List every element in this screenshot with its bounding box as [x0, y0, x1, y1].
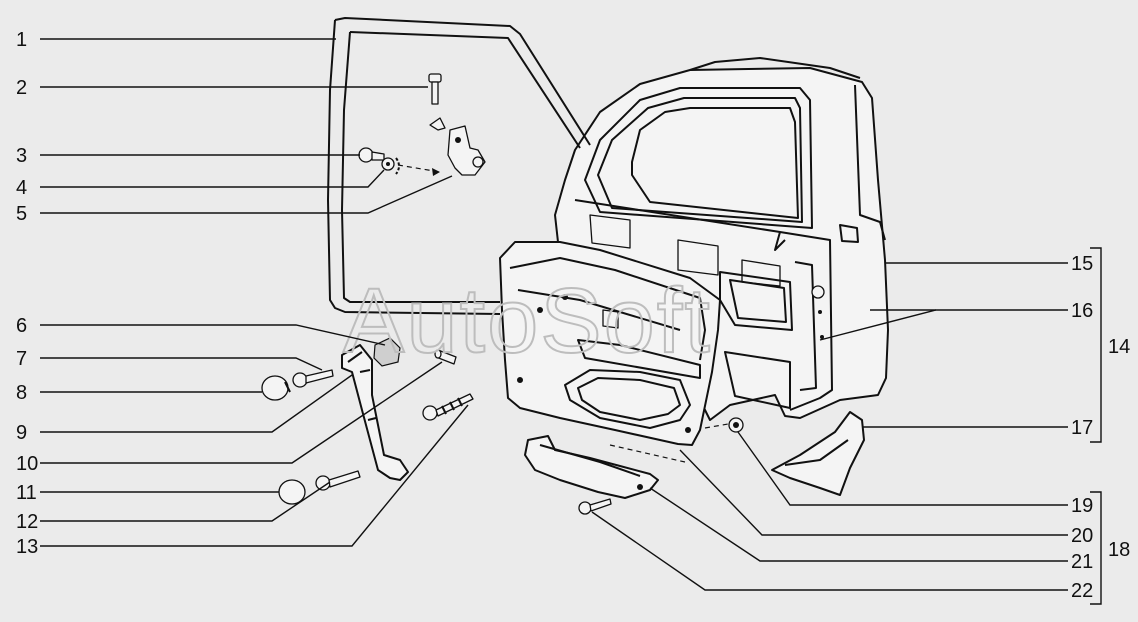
- nut-19: [728, 417, 744, 433]
- door-lock-bracket: [429, 117, 486, 176]
- door-seal: [327, 17, 591, 315]
- callout-7: 7: [16, 348, 27, 370]
- callout-11: 11: [16, 482, 37, 504]
- bolt-2: [428, 73, 442, 105]
- callout-6: 6: [16, 315, 27, 337]
- cap-8: [261, 375, 291, 401]
- screw-12: [315, 470, 361, 491]
- callout-9: 9: [16, 422, 27, 444]
- sill-trim-17: [771, 411, 865, 496]
- callout-22: 22: [1071, 580, 1093, 602]
- callout-21: 21: [1071, 551, 1093, 573]
- armrest-pocket: [524, 435, 659, 499]
- callout-15: 15: [1071, 253, 1093, 275]
- callout-1: 1: [16, 29, 27, 51]
- screw-3: [358, 147, 385, 163]
- clip-6: [373, 337, 401, 367]
- group-label-14: 14: [1108, 336, 1130, 358]
- callout-16: 16: [1071, 300, 1093, 322]
- callout-3: 3: [16, 145, 27, 167]
- screw-7: [292, 369, 334, 388]
- callout-13: 13: [16, 536, 38, 558]
- screw-22: [578, 498, 612, 515]
- arrow-icon: [432, 168, 440, 176]
- screw-13: [422, 393, 474, 421]
- callout-20: 20: [1071, 525, 1093, 547]
- group-label-18: 18: [1108, 539, 1130, 561]
- callout-19: 19: [1071, 495, 1093, 517]
- washer-4: [381, 157, 400, 175]
- callout-8: 8: [16, 382, 27, 404]
- assembly-path: [397, 164, 441, 173]
- callout-2: 2: [16, 77, 27, 99]
- cap-11: [278, 479, 306, 505]
- leader-lines: [40, 38, 1102, 605]
- assembly-path: [609, 444, 686, 463]
- callout-10: 10: [16, 453, 38, 475]
- pin-10: [434, 349, 457, 365]
- callout-12: 12: [16, 511, 38, 533]
- watermark: AutoSoft: [343, 270, 712, 372]
- callout-4: 4: [16, 177, 27, 199]
- callout-5: 5: [16, 203, 27, 225]
- pull-handle: [341, 344, 409, 481]
- door-trim-panel: [499, 241, 721, 446]
- callout-labels: 1 2 3 4 5 6 7 8 9 10 11 12 13 15 16 17 1…: [16, 29, 1130, 602]
- callout-17: 17: [1071, 417, 1093, 439]
- assembly-path: [704, 423, 729, 429]
